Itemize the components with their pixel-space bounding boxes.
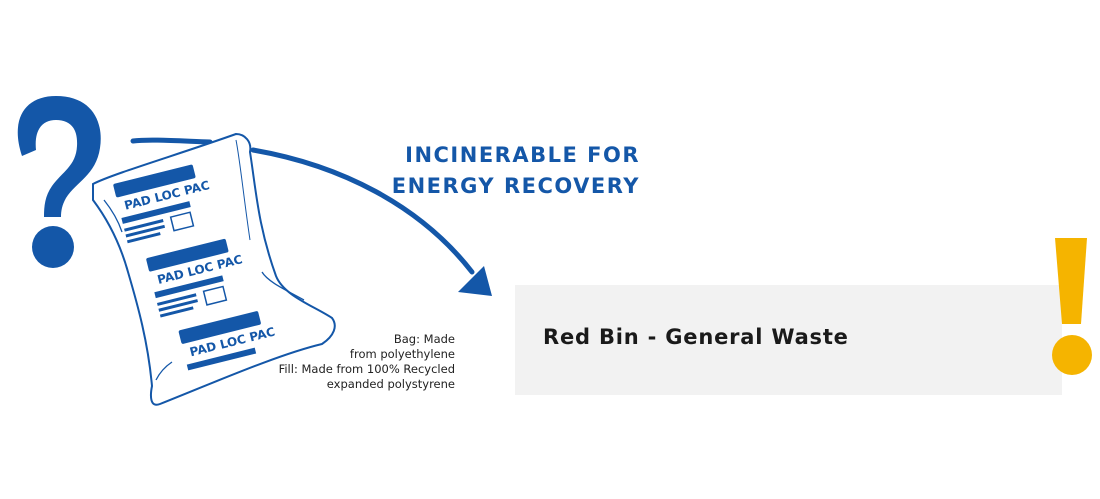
headline-line-1: INCINERABLE FOR — [405, 143, 640, 167]
caption-line-1: Bag: Made — [393, 332, 455, 346]
caption-line-3: Fill: Made from 100% Recycled — [278, 362, 455, 376]
result-box: Red Bin - General Waste — [515, 285, 1062, 395]
result-label: Red Bin - General Waste — [543, 325, 849, 349]
headline-line-2: ENERGY RECOVERY — [391, 174, 640, 198]
question-mark-icon — [17, 96, 101, 268]
caption-line-4: expanded polystyrene — [326, 377, 455, 391]
caption-line-2: from polyethylene — [349, 347, 455, 361]
disposal-headline: INCINERABLE FOR ENERGY RECOVERY — [380, 140, 640, 202]
bag-label-bottom: PAD LOC PAC — [178, 311, 277, 371]
exclamation-mark-icon — [1052, 238, 1092, 375]
bag-label-top: PAD LOC PAC — [113, 164, 211, 244]
material-caption: Bag: Made from polyethylene Fill: Made f… — [255, 332, 455, 392]
product-bag-image: PAD LOC PAC PAD LOC PAC PAD LOC PAC — [92, 132, 336, 406]
curved-arrow — [130, 137, 492, 296]
